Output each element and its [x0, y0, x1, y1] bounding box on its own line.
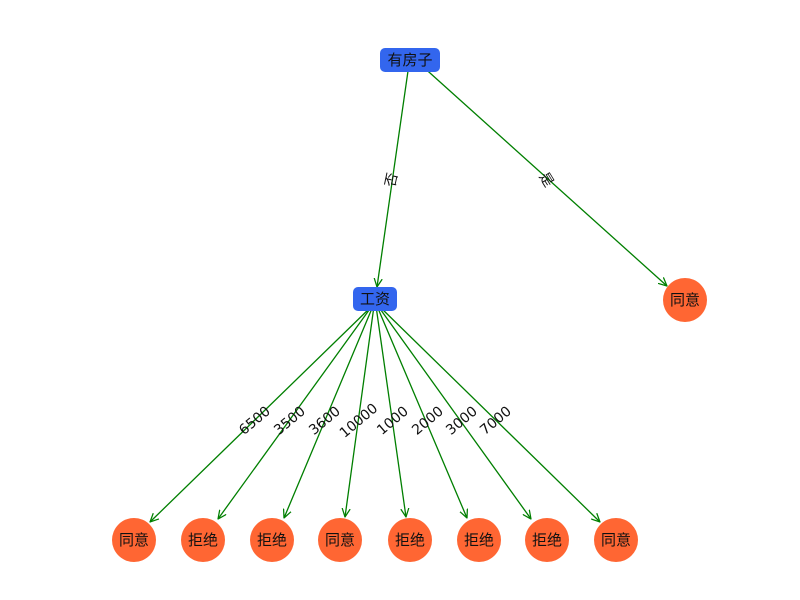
edge-salary-to-leaf_7000 — [378, 305, 600, 522]
edge-salary-to-leaf_3000 — [377, 305, 531, 519]
leaf-node-circle — [318, 518, 362, 562]
edge-root-to-salary — [377, 70, 409, 287]
leaf-node-6500: 同意 — [112, 518, 156, 562]
edge-label-1000: 1000 — [374, 403, 412, 438]
leaf-node-circle — [112, 518, 156, 562]
node-label: 拒绝 — [188, 531, 218, 549]
node-label: 拒绝 — [395, 531, 425, 549]
edge-label-yes: 是 — [536, 170, 557, 190]
leaf-node-circle — [250, 518, 294, 562]
edge-salary-to-leaf_6500 — [150, 305, 373, 522]
node-label: 工资 — [360, 290, 390, 308]
leaf-node-circle — [388, 518, 432, 562]
node-label: 同意 — [119, 531, 149, 549]
node-label: 有房子 — [387, 51, 432, 69]
node-label: 拒绝 — [532, 531, 562, 549]
decision-node-salary: 工资 — [353, 287, 397, 311]
leaf-node-circle — [457, 518, 501, 562]
leaf-node-circle — [181, 518, 225, 562]
edge-salary-to-leaf_10000 — [345, 305, 375, 517]
edge-label-3500: 3500 — [271, 403, 309, 438]
edge-label-6500: 6500 — [236, 403, 274, 438]
node-label: 拒绝 — [464, 531, 494, 549]
leaf-node-yes: 同意 — [663, 278, 707, 322]
node-label: 同意 — [601, 531, 631, 549]
leaf-node-circle — [594, 518, 638, 562]
leaf-node-3500: 拒绝 — [181, 518, 225, 562]
edge-salary-to-leaf_1000 — [375, 305, 406, 517]
leaf-node-3000: 拒绝 — [525, 518, 569, 562]
leaf-node-10000: 同意 — [318, 518, 362, 562]
nodes-layer: 有房子工资同意同意拒绝拒绝同意拒绝拒绝拒绝同意 — [112, 48, 707, 562]
decision-node-box — [380, 48, 440, 72]
edge-label-10000: 10000 — [337, 401, 381, 442]
node-label: 拒绝 — [257, 531, 287, 549]
leaf-node-3600: 拒绝 — [250, 518, 294, 562]
node-label: 同意 — [670, 291, 700, 309]
leaf-node-2000: 拒绝 — [457, 518, 501, 562]
edges-layer — [150, 63, 667, 522]
decision-node-box — [353, 287, 397, 311]
edge-salary-to-leaf_3600 — [284, 305, 374, 518]
leaf-node-1000: 拒绝 — [388, 518, 432, 562]
leaf-node-7000: 同意 — [594, 518, 638, 562]
edge-root-to-leaf_yes — [419, 63, 667, 286]
node-label: 同意 — [325, 531, 355, 549]
leaf-node-circle — [663, 278, 707, 322]
edge-label-2000: 2000 — [409, 403, 447, 438]
edge-label-no: 否 — [383, 171, 402, 188]
edge-salary-to-leaf_3500 — [218, 305, 373, 519]
edge-label-3600: 3600 — [306, 403, 344, 438]
decision-node-root: 有房子 — [380, 48, 440, 72]
edge-label-3000: 3000 — [443, 403, 481, 438]
edge-salary-to-leaf_2000 — [376, 305, 467, 518]
leaf-node-circle — [525, 518, 569, 562]
